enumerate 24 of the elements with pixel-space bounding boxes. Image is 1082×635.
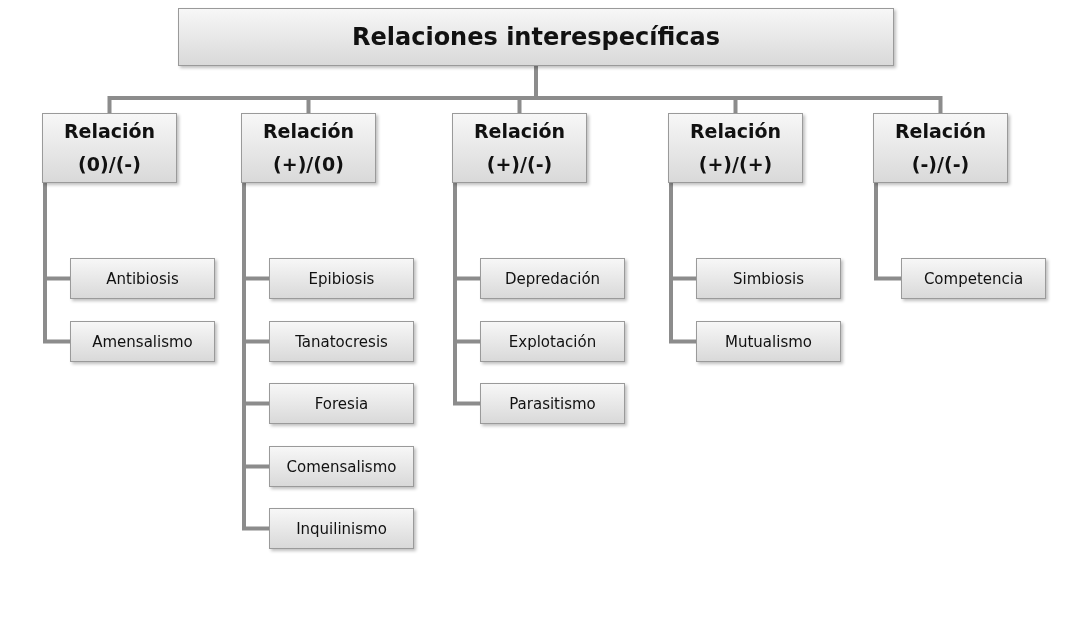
connector-line — [669, 183, 696, 344]
connector-line — [453, 183, 480, 406]
relation-box: Parasitismo — [480, 383, 625, 424]
relation-box: Comensalismo — [269, 446, 414, 487]
relation-box: Explotación — [480, 321, 625, 362]
relation-box: Tanatocresis — [269, 321, 414, 362]
category-box: Relación (+)/(0) — [241, 113, 376, 183]
relation-box: Amensalismo — [70, 321, 215, 362]
relation-box: Depredación — [480, 258, 625, 299]
category-box: Relación (-)/(-) — [873, 113, 1008, 183]
relation-box: Mutualismo — [696, 321, 841, 362]
relation-box: Foresia — [269, 383, 414, 424]
relation-box: Competencia — [901, 258, 1046, 299]
connector-line — [874, 183, 901, 281]
relation-box: Epibiosis — [269, 258, 414, 299]
category-box: Relación (+)/(+) — [668, 113, 803, 183]
category-box: Relación (0)/(-) — [42, 113, 177, 183]
title-box: Relaciones interespecíficas — [178, 8, 894, 66]
relation-box: Simbiosis — [696, 258, 841, 299]
relation-box: Antibiosis — [70, 258, 215, 299]
connector-line — [242, 183, 269, 531]
category-box: Relación (+)/(-) — [452, 113, 587, 183]
relation-box: Inquilinismo — [269, 508, 414, 549]
connector-line — [43, 183, 70, 344]
